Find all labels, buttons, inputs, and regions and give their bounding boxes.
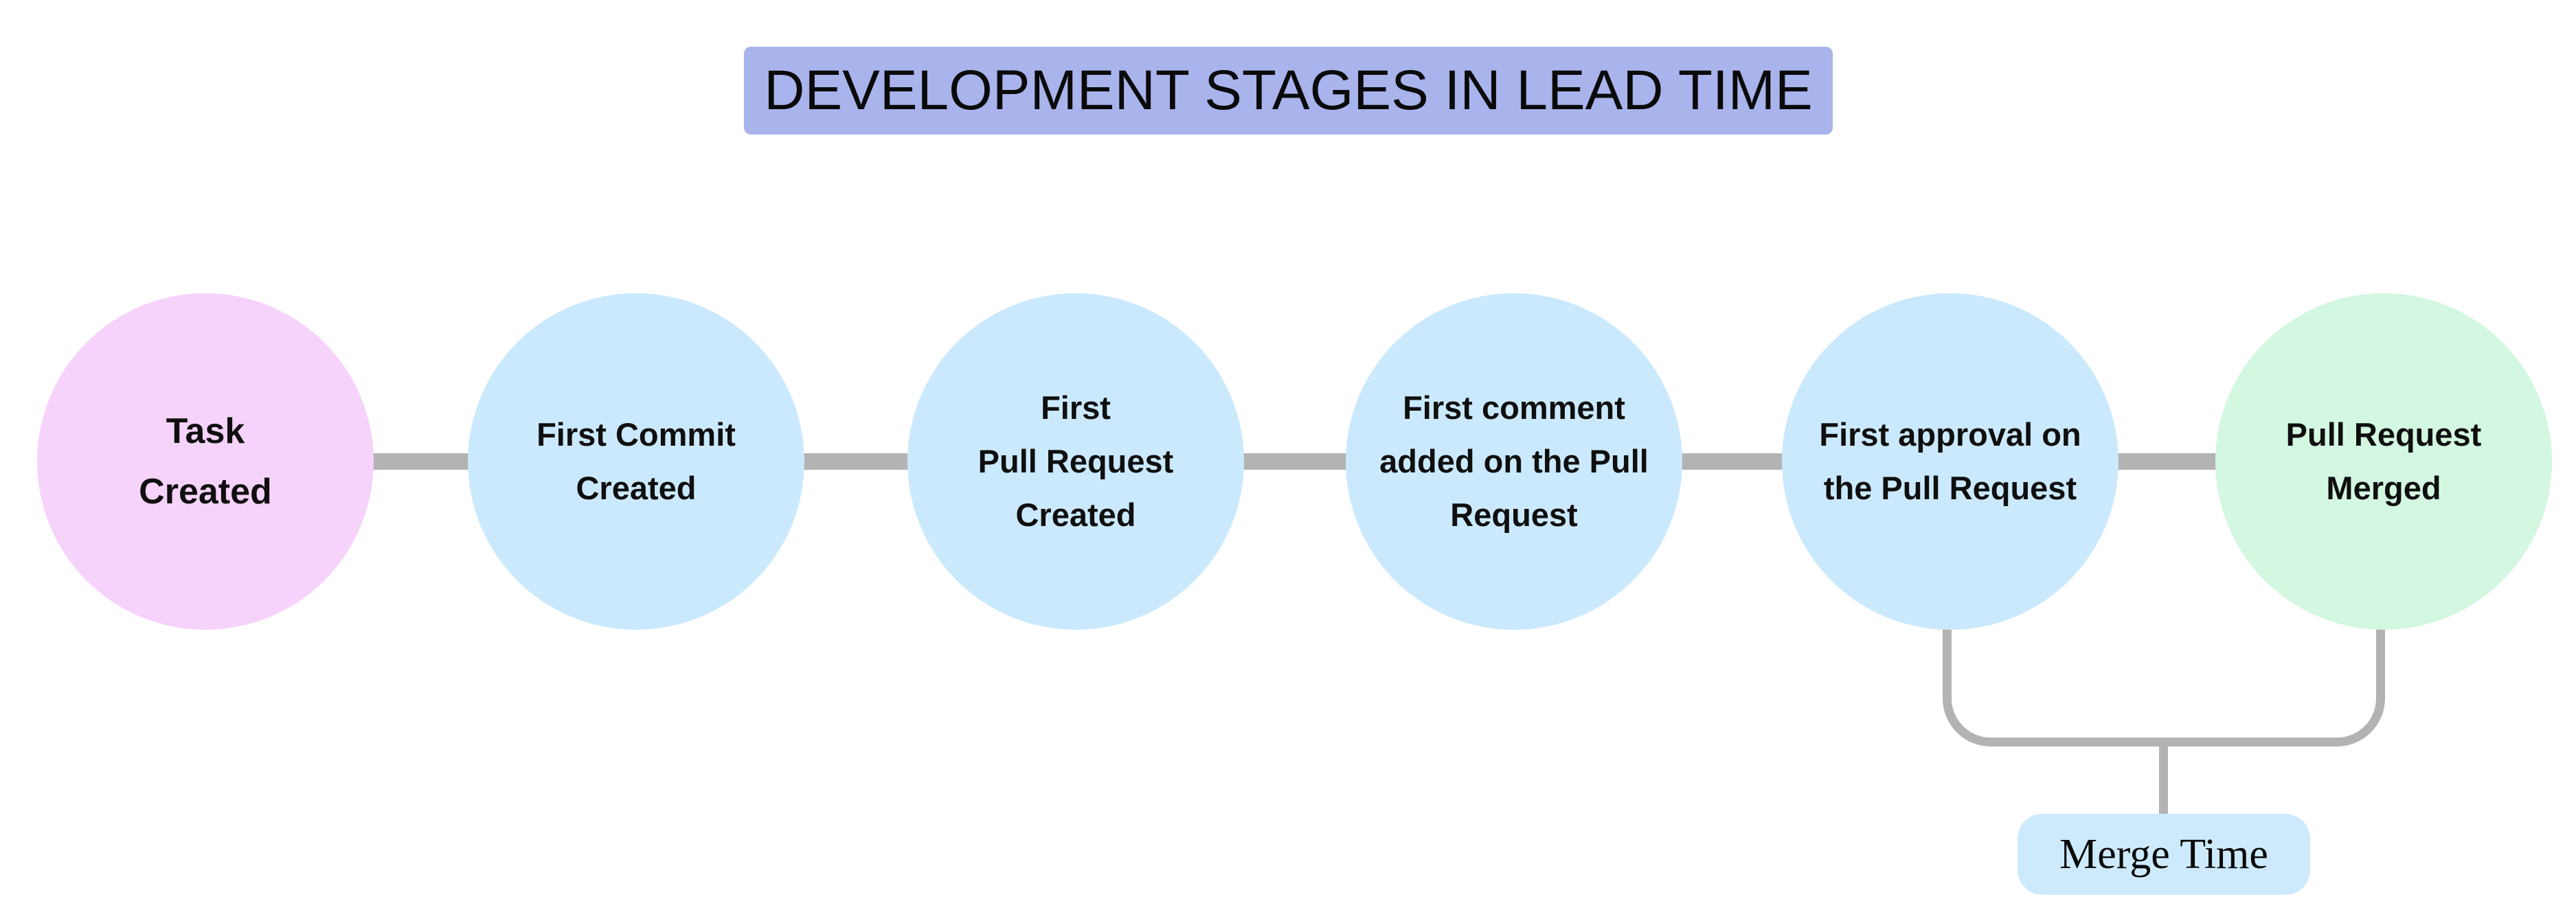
stage-label-line: Created [139, 472, 272, 512]
stage-label-line: added on the Pull [1379, 443, 1649, 479]
stage-label-line: Merged [2326, 470, 2441, 506]
stage-label-line: Request [1450, 497, 1578, 533]
stage-label-line: Created [1015, 497, 1136, 533]
merge-time-label: Merge Time [2059, 830, 2268, 878]
diagram-title-banner: DEVELOPMENT STAGES IN LEAD TIME [744, 47, 1833, 135]
stage-label-line: First [1041, 389, 1111, 426]
stage-label-line: First approval on [1819, 416, 2081, 453]
stage-circle-first-pull-request-created: First Pull Request Created [907, 293, 1244, 630]
merge-time-bracket-stem [2159, 745, 2168, 814]
stage-label-line: Created [576, 470, 697, 506]
stage-label-line: Task [166, 411, 245, 451]
stage-circle-task-created: Task Created [37, 293, 374, 630]
stage-label-line: First Commit [536, 416, 736, 453]
merge-time-tag: Merge Time [2018, 814, 2310, 895]
stage-label-line: Pull Request [978, 443, 1174, 479]
stage-label-line: the Pull Request [1823, 470, 2077, 506]
stage-label-line: First comment [1403, 389, 1625, 426]
stage-circle-first-approval: First approval on the Pull Request [1782, 293, 2119, 630]
diagram-title: DEVELOPMENT STAGES IN LEAD TIME [764, 59, 1813, 122]
stage-circle-pull-request-merged: Pull Request Merged [2215, 293, 2552, 630]
stage-circle-first-comment-added: First comment added on the Pull Request [1346, 293, 1682, 630]
stage-circle-first-commit-created: First Commit Created [468, 293, 804, 630]
stage-label-line: Pull Request [2285, 416, 2482, 453]
merge-time-bracket [1943, 628, 2385, 747]
